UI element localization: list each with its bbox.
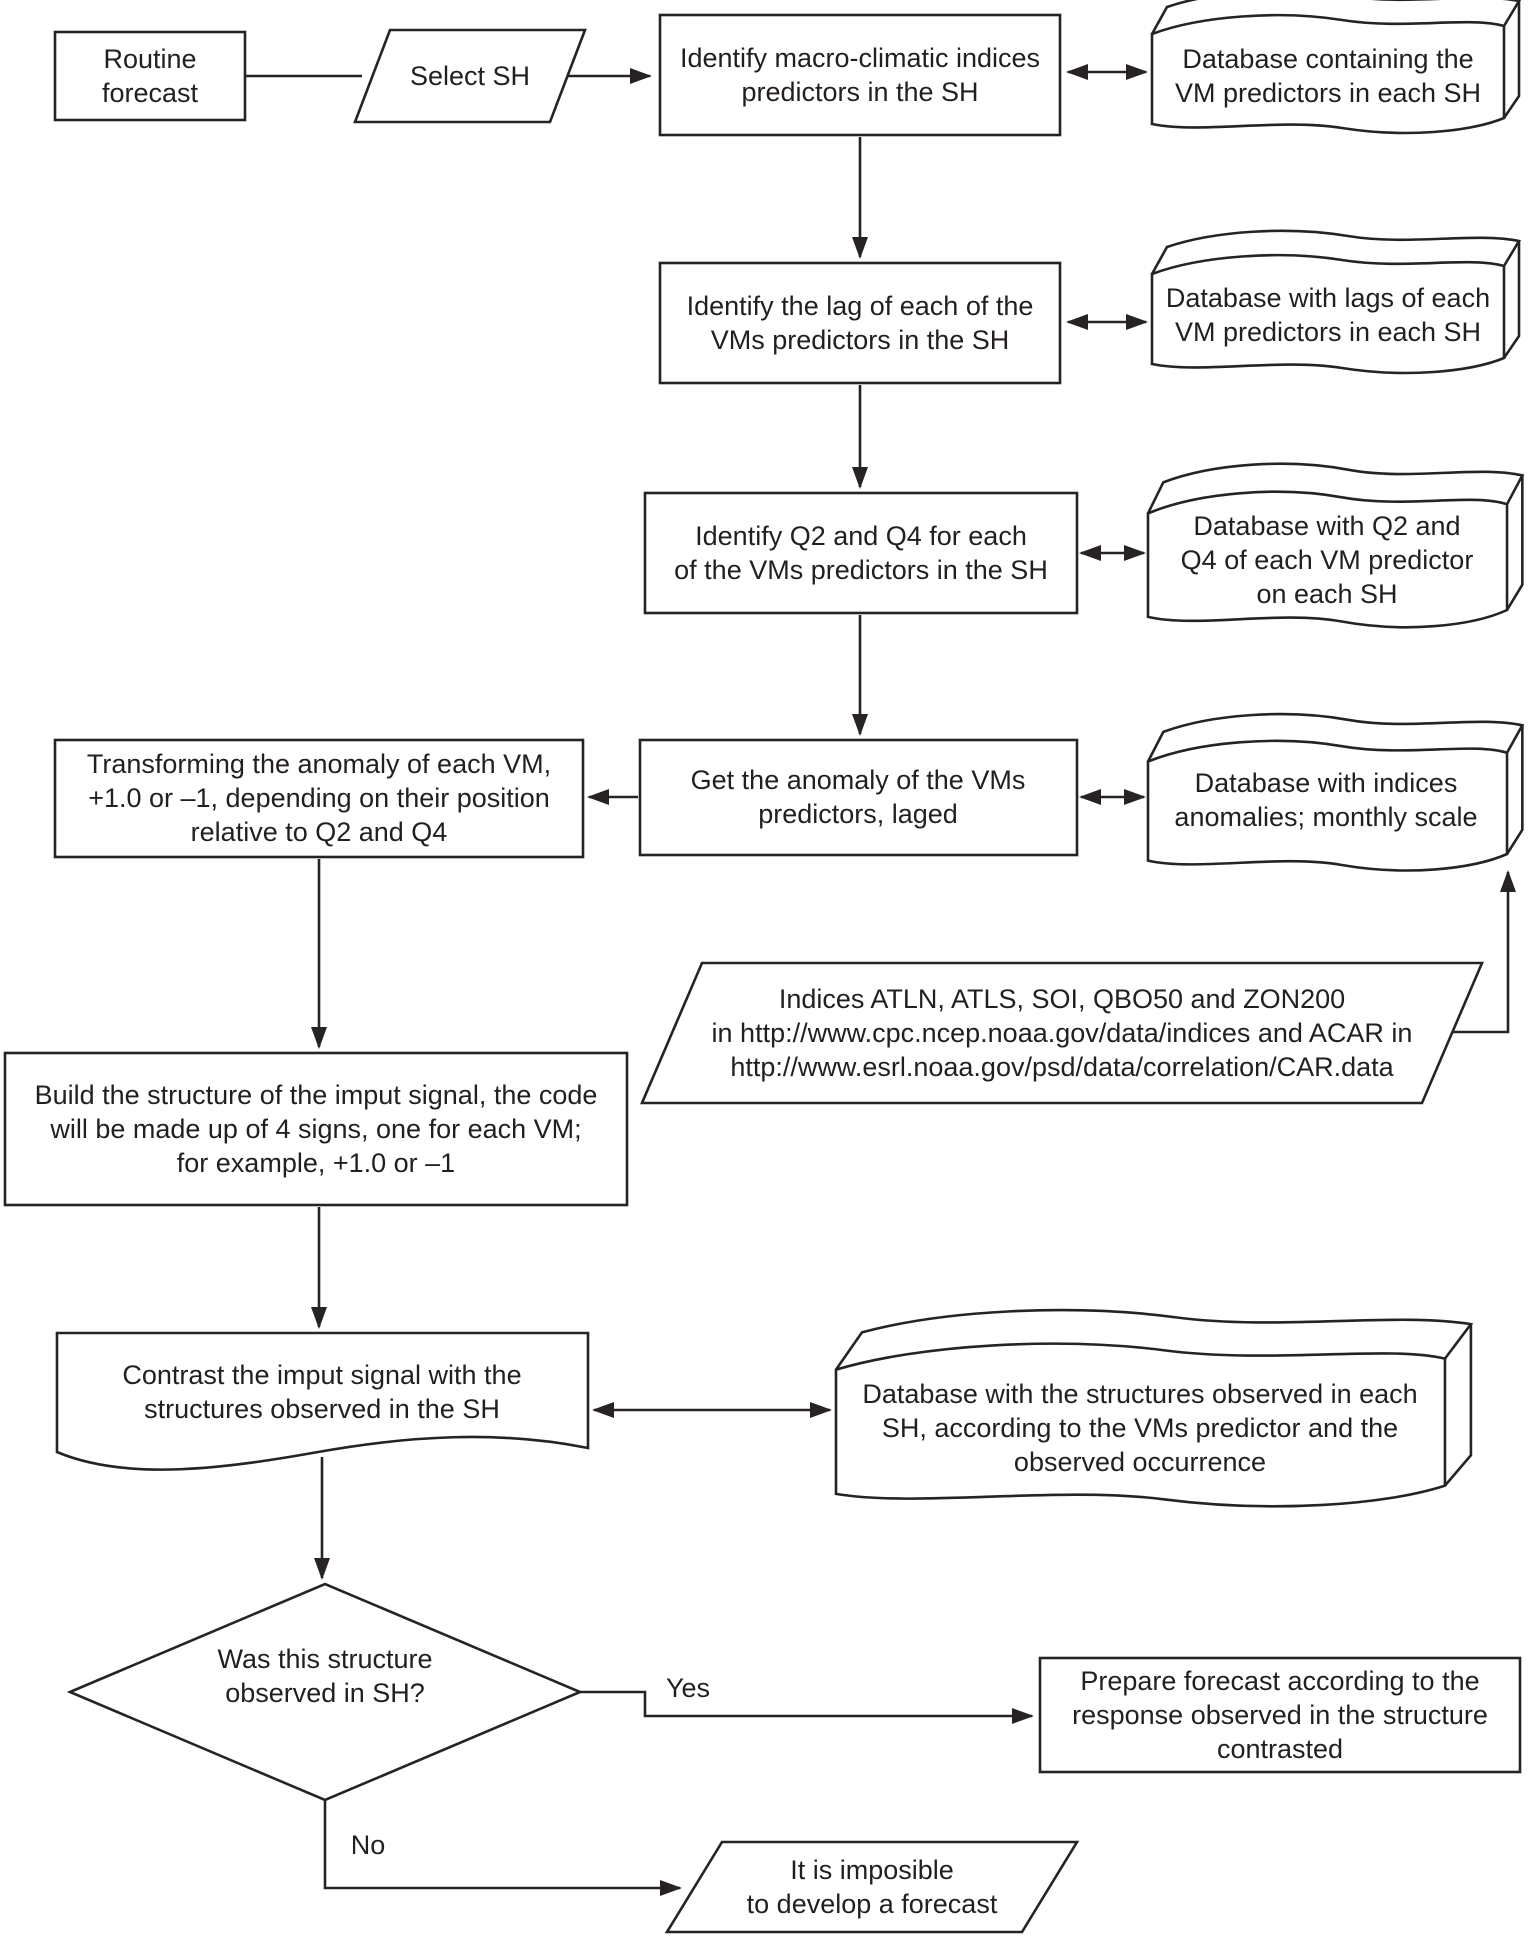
decision-diamond bbox=[66, 1582, 584, 1802]
node-label-impossible-forecast: It is imposible to develop a forecast bbox=[746, 1854, 998, 1919]
get-anomaly-box bbox=[638, 738, 1079, 857]
node-label-build-structure: Build the structure of the imput signal,… bbox=[34, 1079, 598, 1179]
arrow-sources-to-db-anomalies bbox=[1451, 870, 1516, 1034]
arrow-decision-yes bbox=[580, 1690, 1034, 1724]
identify-lag-box bbox=[658, 261, 1062, 385]
indices-sources-parallelogram bbox=[640, 961, 1484, 1105]
edge-label-yes: Yes bbox=[665, 1672, 711, 1703]
node-label-identify-q2-q4: Identify Q2 and Q4 for each of the VMs p… bbox=[674, 520, 1048, 585]
identify-q2-q4-box bbox=[643, 491, 1079, 615]
select-sh-parallelogram bbox=[353, 28, 587, 124]
node-label-prepare-forecast: Prepare forecast according to the respon… bbox=[1072, 1665, 1488, 1765]
node-label-routine-forecast: Routine forecast bbox=[101, 43, 199, 108]
identify-indices-box bbox=[658, 13, 1062, 137]
node-label-identify-lag: Identify the lag of each of the VMs pred… bbox=[686, 290, 1034, 355]
contrast-signal-document bbox=[55, 1331, 590, 1471]
arrow-decision-no bbox=[323, 1800, 682, 1896]
transforming-anomaly-box bbox=[53, 738, 585, 859]
prepare-forecast-box bbox=[1038, 1656, 1522, 1774]
routine-forecast-box bbox=[53, 30, 247, 122]
node-label-select-sh: Select SH bbox=[409, 60, 531, 91]
edge-label-no: No bbox=[350, 1829, 386, 1860]
node-label-db-structures: Database with the structures observed in… bbox=[862, 1378, 1418, 1478]
node-label-db-lags: Database with lags of each VM predictors… bbox=[1165, 282, 1491, 347]
node-label-db-q2-q4: Database with Q2 and Q4 of each VM predi… bbox=[1180, 510, 1474, 610]
node-label-identify-indices: Identify macro-climatic indices predicto… bbox=[679, 42, 1041, 107]
impossible-forecast-parallelogram bbox=[664, 1840, 1080, 1934]
node-label-contrast-signal: Contrast the imput signal with the struc… bbox=[122, 1359, 522, 1424]
build-structure-box bbox=[3, 1051, 629, 1207]
node-label-transforming-anomaly: Transforming the anomaly of each VM, +1.… bbox=[86, 748, 552, 848]
node-label-indices-sources: Indices ATLN, ATLS, SOI, QBO50 and ZON20… bbox=[711, 983, 1413, 1083]
node-label-db-vm-predictors: Database containing the VM predictors in… bbox=[1174, 43, 1482, 108]
node-label-get-anomaly: Get the anomaly of the VMs predictors, l… bbox=[690, 764, 1026, 829]
node-label-decision-observed: Was this structure observed in SH? bbox=[217, 1643, 433, 1708]
node-label-db-indices-anomalies: Database with indices anomalies; monthly… bbox=[1174, 767, 1478, 832]
